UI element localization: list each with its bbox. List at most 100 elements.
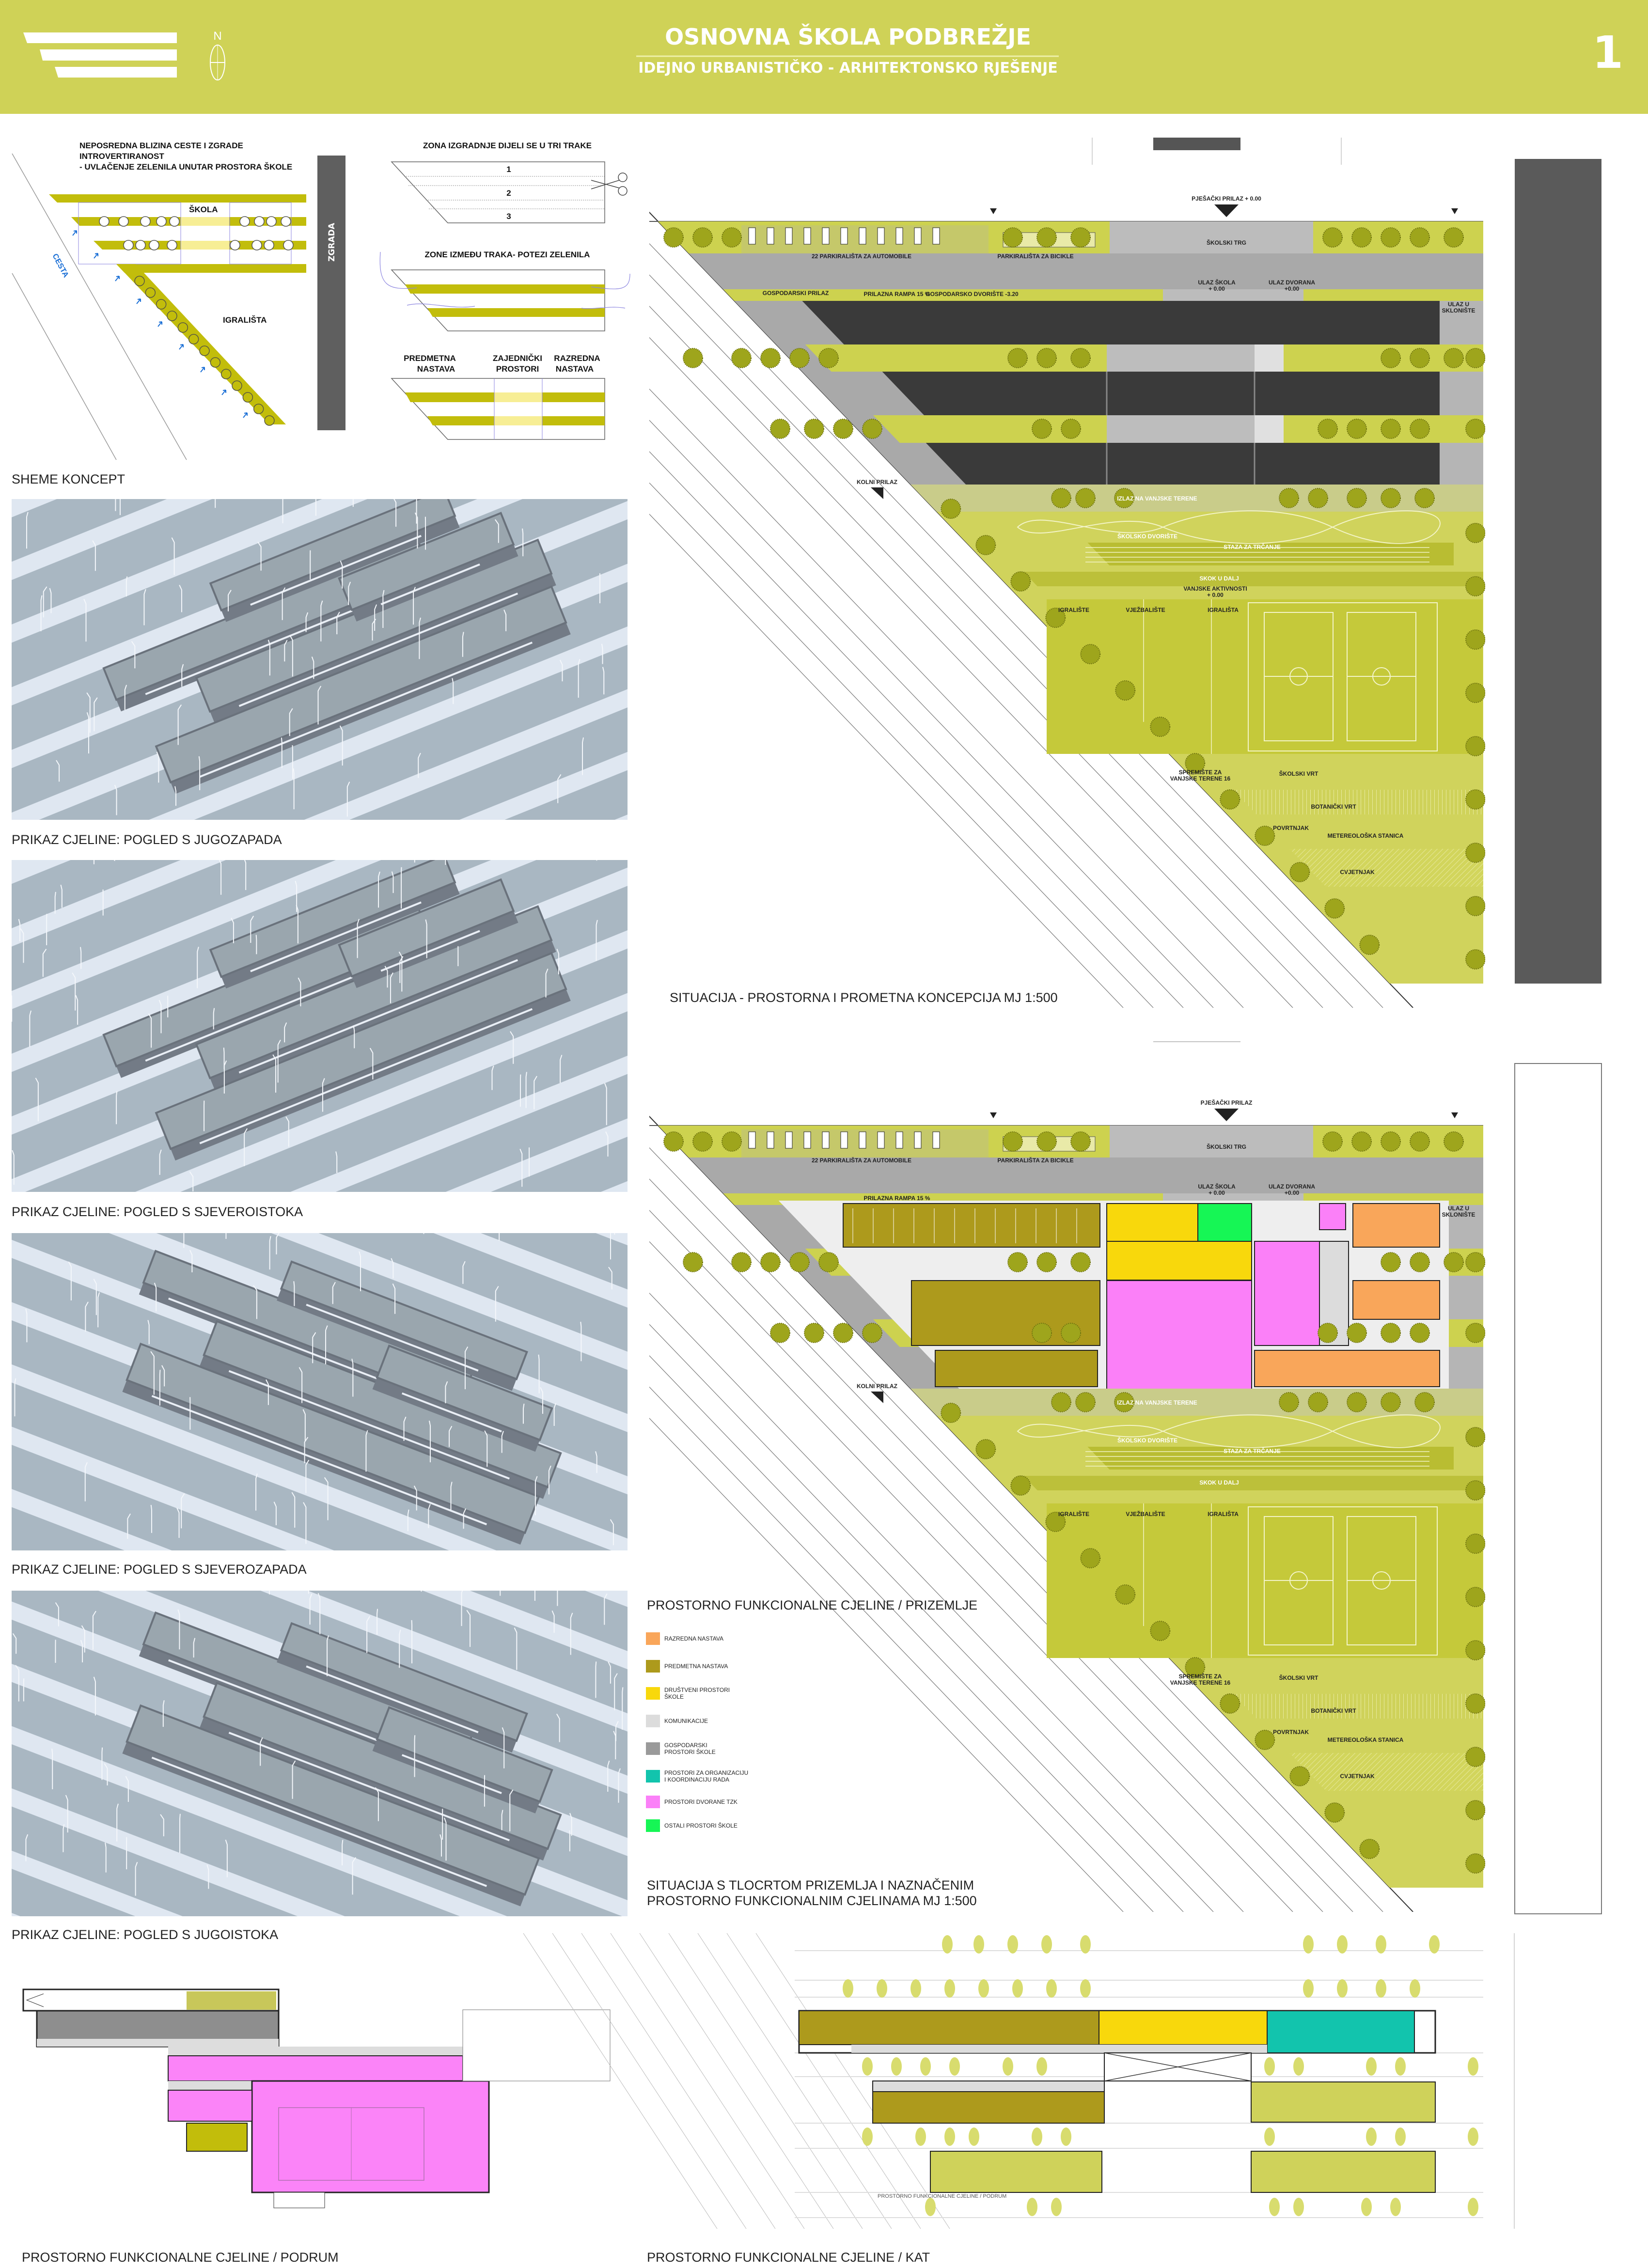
page-title: OSNOVNA ŠKOLA PODBREŽJE: [665, 24, 1031, 50]
tree-icon: [253, 404, 264, 414]
common-space: [494, 416, 542, 425]
tree-sketch: [26, 512, 29, 549]
tree-icon: [1027, 2198, 1037, 2216]
tree-icon: [145, 287, 156, 298]
tree-icon: [1381, 227, 1401, 248]
building-roof: [155, 585, 567, 784]
tree-icon: [1318, 419, 1338, 439]
tree-icon: [1003, 2057, 1013, 2076]
road-label: CESTA: [50, 252, 70, 279]
tree-icon: [242, 392, 253, 403]
tree-icon: [1036, 2057, 1047, 2076]
site-label-running-track: STAZA ZA TRČANJE: [1224, 1447, 1281, 1455]
room: [1352, 1203, 1440, 1248]
tree-sketch: [596, 920, 598, 961]
tree-sketch: [324, 1477, 329, 1520]
tree-sketch: [92, 540, 96, 571]
court-outline: [1248, 602, 1438, 751]
render-caption: PRIKAZ CJELINE: POGLED S SJEVEROZAPADA: [12, 1562, 307, 1577]
tree-icon: [663, 227, 684, 248]
tree-icon: [140, 216, 151, 227]
tree-sketch: [116, 1803, 119, 1842]
tree-sketch: [382, 590, 385, 628]
tree-sketch: [284, 640, 288, 662]
tree-sketch: [135, 1861, 138, 1896]
building-roof: [209, 499, 456, 612]
window-band: [199, 1008, 533, 1144]
arrow-icon: [200, 367, 205, 373]
legend-label: OSTALI PROSTORI ŠKOLE: [664, 1822, 738, 1829]
tree-icon: [920, 2057, 931, 2076]
site-label-hall-entrance: +0.00: [1285, 1189, 1300, 1196]
tree-sketch: [378, 871, 380, 908]
road-line: [649, 1147, 1383, 1912]
tree-icon: [1395, 2057, 1406, 2076]
tree-icon: [1347, 1323, 1367, 1343]
tree-sketch: [86, 692, 91, 733]
tree-sketch: [80, 947, 82, 969]
tree-sketch: [374, 604, 377, 631]
tree-icon: [1220, 1693, 1240, 1714]
arrow-icon: [136, 298, 141, 304]
changing-rooms: [168, 2055, 463, 2081]
legend-swatch: [646, 1819, 660, 1832]
tree-sketch: [250, 915, 254, 943]
outline-box: [462, 2009, 611, 2081]
tree-icon: [1308, 1392, 1328, 1412]
running-track: [1087, 543, 1454, 565]
site-label-school-garden: ŠKOLSKI VRT: [1279, 1674, 1318, 1681]
access-road: [689, 1157, 1483, 1193]
pedestrian-access-arrow-icon: [1214, 204, 1239, 217]
tree-sketch: [189, 1250, 193, 1272]
tree-icon: [1444, 348, 1464, 368]
car-icon: [767, 1131, 774, 1149]
court-outline: [1248, 1506, 1438, 1656]
tree-sketch: [439, 1834, 442, 1857]
site-label-school-entrance: ULAZ ŠKOLA: [1198, 279, 1236, 286]
tree-sketch: [303, 1502, 307, 1544]
tree-icon: [1045, 608, 1066, 628]
tree-icon: [1351, 227, 1372, 248]
tree-icon: [1303, 1979, 1314, 1998]
tree-sketch: [346, 782, 350, 817]
tree-sketch: [266, 1379, 269, 1405]
car-icon: [914, 1131, 922, 1149]
tree-icon: [804, 419, 824, 439]
tree-sketch: [602, 667, 605, 695]
tree-icon: [281, 216, 291, 227]
tree-sketch: [193, 1638, 196, 1658]
site-label-exit-outdoor: IZLAZ NA VANJSKE TERENE: [1117, 1399, 1197, 1406]
tree-icon: [1308, 488, 1328, 508]
tree-icon: [220, 369, 232, 379]
tree-icon: [1012, 1979, 1023, 1998]
tree-sketch: [35, 1078, 39, 1122]
site-label-ramp: PRILAZNA RAMPA 15 %: [864, 291, 930, 297]
tree-sketch: [582, 737, 584, 775]
tree-sketch: [305, 612, 309, 632]
road-edge-line: [12, 273, 117, 460]
tree-icon: [1115, 680, 1136, 701]
schoolyard-path: [1017, 1414, 1441, 1448]
side-path: [1440, 372, 1483, 415]
common-space: [494, 392, 542, 402]
tree-sketch: [159, 1149, 162, 1175]
window-band: [306, 1665, 479, 1734]
tree-icon: [1347, 488, 1367, 508]
tree-icon: [177, 322, 188, 333]
site-label-school-square: ŠKOLSKI TRG: [1207, 1143, 1246, 1150]
tree-sketch: [596, 860, 597, 861]
legend-label: KOMUNIKACIJE: [664, 1718, 708, 1724]
green-roof: [1251, 2151, 1436, 2193]
tree-sketch: [556, 1713, 560, 1742]
tree-sketch: [292, 1760, 296, 1799]
green-band: [723, 289, 1483, 301]
header: N OSNOVNA ŠKOLA PODBREŽJE IDEJNO URBANIS…: [0, 0, 1648, 114]
tree-icon: [1414, 488, 1435, 508]
room: [935, 1350, 1098, 1387]
road-line: [649, 1324, 1214, 1912]
tree-icon: [1465, 348, 1485, 368]
tree-icon: [1007, 348, 1028, 368]
tree-sketch: [282, 587, 286, 620]
tree-sketch: [462, 632, 464, 657]
tree-sketch: [320, 600, 323, 641]
